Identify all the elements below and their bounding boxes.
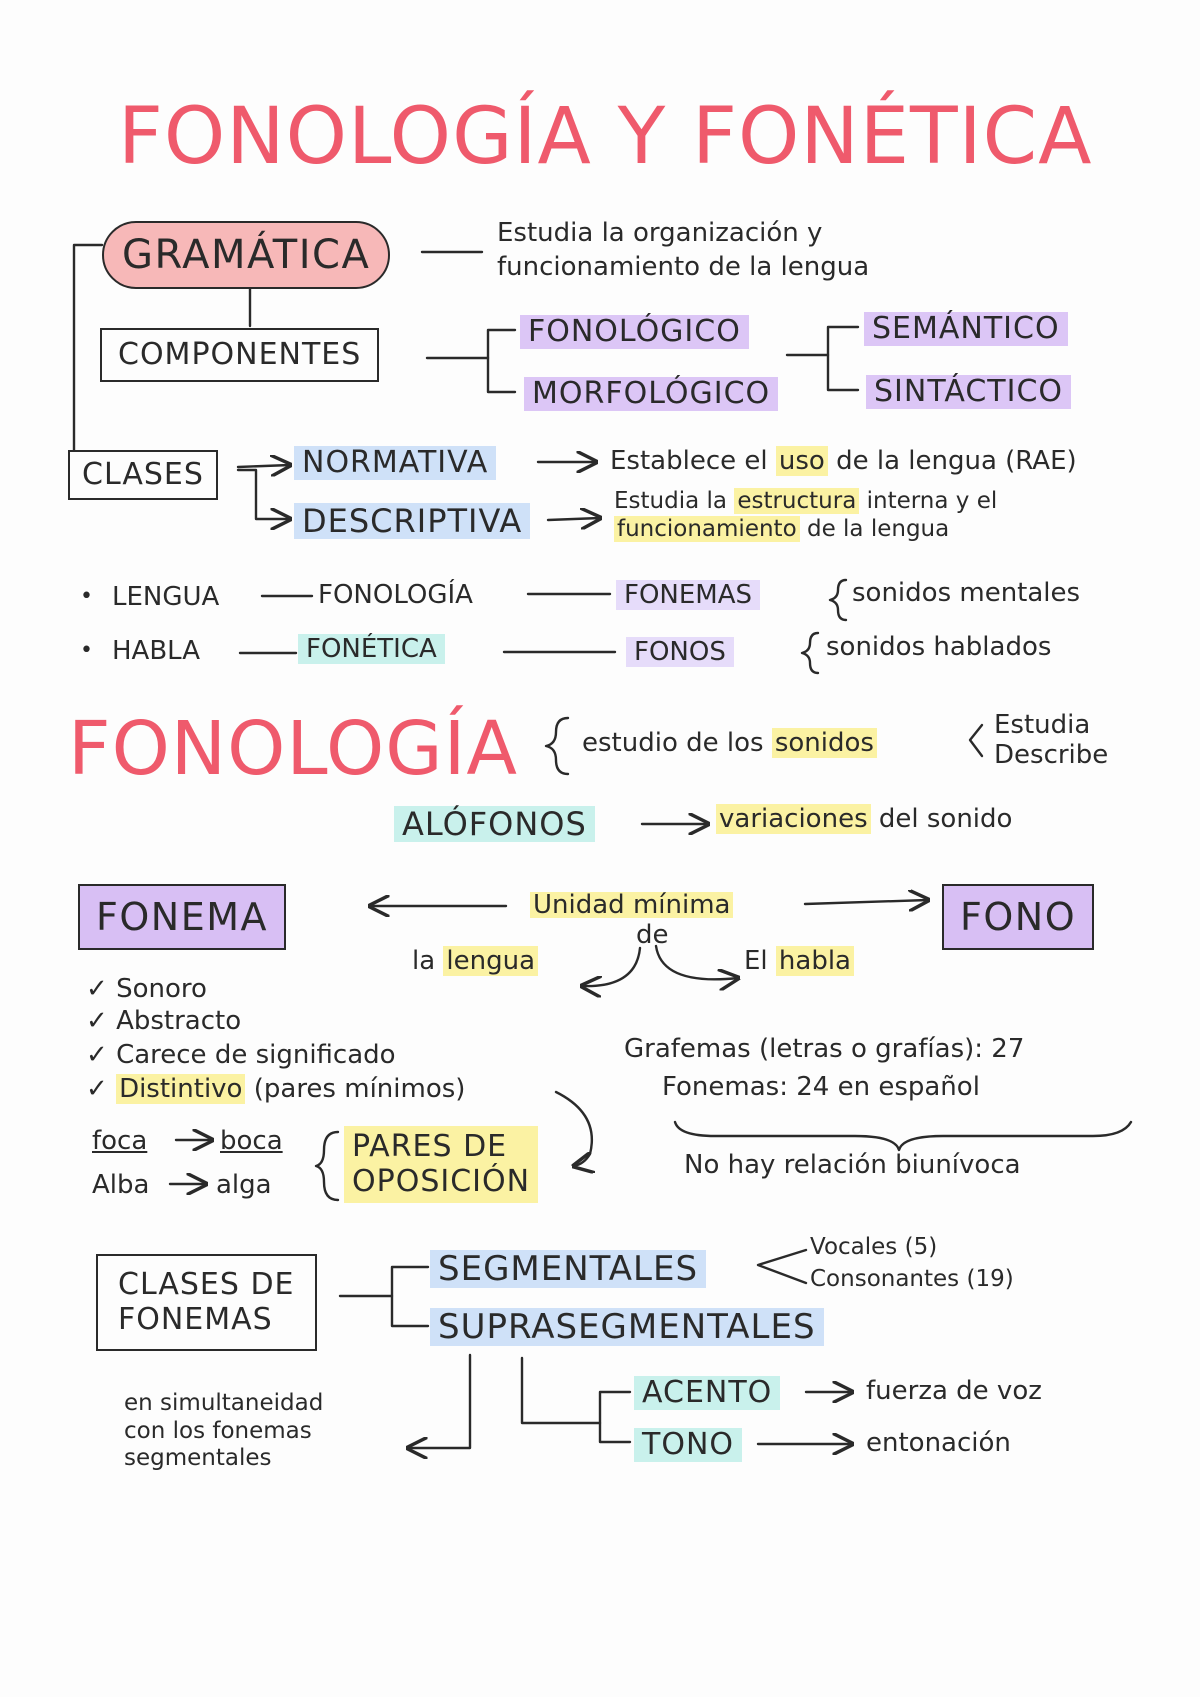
unidad-habla: El habla [744,946,854,976]
grafemas-line: Grafemas (letras o grafías): 27 [624,1034,1025,1064]
ejemplo-boca: boca [220,1126,283,1156]
componentes-box: COMPONENTES [100,328,380,382]
normativa-desc: Establece el uso de la lengua (RAE) [610,446,1077,476]
bracket-acento-tono [598,1390,632,1444]
ejemplo-alba: Alba [92,1170,150,1200]
bullet-sonidos-hablados: sonidos hablados [826,632,1052,662]
bullet-fonos: FONOS [626,637,734,667]
brace-pares [314,1130,340,1202]
simultaneidad-note: en simultaneidad con los fonemas segment… [124,1390,324,1472]
grafemas-note: No hay relación biunívoca [684,1150,1021,1180]
unidad-minima: Unidad mínima [530,892,734,918]
gramatica-desc-line2: funcionamiento de la lengua [497,252,870,282]
componente-sintactico: SINTÁCTICO [866,375,1072,409]
ejemplo-foca: foca [92,1126,148,1156]
suprasegmentales: SUPRASEGMENTALES [430,1308,824,1346]
componente-semantico: SEMÁNTICO [864,312,1068,346]
unidad-de: de [636,920,669,950]
brace-grafemas [673,1120,1133,1152]
alofonos-label: ALÓFONOS [394,806,595,842]
line-supra-acento [520,1356,602,1425]
descriptiva-desc-line1: Estudia la estructura interna y el [614,488,998,514]
bullet-fonologia: FONOLOGÍA [318,580,473,610]
bracket-components-2 [826,325,860,392]
arrow-simultaneidad [408,1353,472,1448]
clase-descriptiva: DESCRIPTIVA [294,503,531,539]
alofonos-def: variaciones del sonido [716,804,1012,834]
gramatica-pill: GRAMÁTICA [102,221,391,289]
unidad-lengua: la lengua [412,946,539,976]
componente-morfologico: MORFOLÓGICO [524,377,779,411]
bullet-habla: HABLA [112,636,201,666]
check-icon: ✓ [86,1074,117,1104]
bullet-sonidos-mentales: sonidos mentales [852,578,1081,608]
tono: TONO [634,1428,742,1462]
arrow-distintivo-pares [554,1090,592,1166]
check-icon: ✓ [86,974,117,1004]
arrow-normativa [236,465,290,467]
bullet-fonemas: FONEMAS [616,580,761,610]
fonemas-line: Fonemas: 24 en español [662,1072,980,1102]
bullet-lengua: LENGUA [112,582,220,612]
caracteristica-abstracto: ✓ Abstracto [86,1006,242,1036]
chevron-segmentales [756,1248,808,1285]
fono-box: FONO [942,884,1095,950]
segmentales: SEGMENTALES [430,1250,707,1288]
clases-box: CLASES [68,450,218,500]
brace-hablados [800,631,820,675]
arrow-descriptiva-desc [546,518,600,520]
caracteristica-distintivo: ✓ Distintivo (pares mínimos) [86,1074,466,1104]
fonema-box: FONEMA [78,884,286,950]
chevron-estudia [968,723,984,758]
fonologia-describe: Describe [994,740,1109,770]
arrow-to-lengua [582,946,642,986]
bracket-components-1 [486,328,517,394]
fonologia-def: estudio de los sonidos [582,728,877,758]
page-title: FONOLOGÍA Y FONÉTICA [118,92,1093,182]
bullet-dot: • [80,638,93,663]
bracket-clases-fonemas [390,1265,430,1328]
fonologia-title: FONOLOGÍA [68,706,519,792]
acento-desc: fuerza de voz [866,1376,1042,1406]
tono-desc: entonación [866,1428,1011,1458]
arrow-to-fono [803,900,928,904]
ejemplo-alga: alga [216,1170,272,1200]
check-icon: ✓ [86,1040,117,1070]
arrow-to-habla [654,944,738,979]
fonologia-estudia: Estudia [994,710,1091,740]
vocales: Vocales (5) [810,1234,938,1260]
caracteristica-carece: ✓ Carece de significado [86,1040,396,1070]
line-spine [72,243,104,452]
descriptiva-desc-line2: funcionamiento de la lengua [614,516,949,542]
clase-normativa: NORMATIVA [294,446,497,480]
arrow-descriptiva [236,468,290,519]
consonantes: Consonantes (19) [810,1266,1014,1292]
bullet-fonetica: FONÉTICA [298,634,445,664]
bullet-dot: • [80,584,93,609]
brace-mentales [828,578,848,622]
acento: ACENTO [634,1376,781,1410]
check-icon: ✓ [86,1006,117,1036]
componente-fonologico: FONOLÓGICO [520,315,749,349]
caracteristica-sonoro: ✓ Sonoro [86,974,207,1004]
brace-fonologia [544,716,570,776]
gramatica-desc-line1: Estudia la organización y [497,218,823,248]
